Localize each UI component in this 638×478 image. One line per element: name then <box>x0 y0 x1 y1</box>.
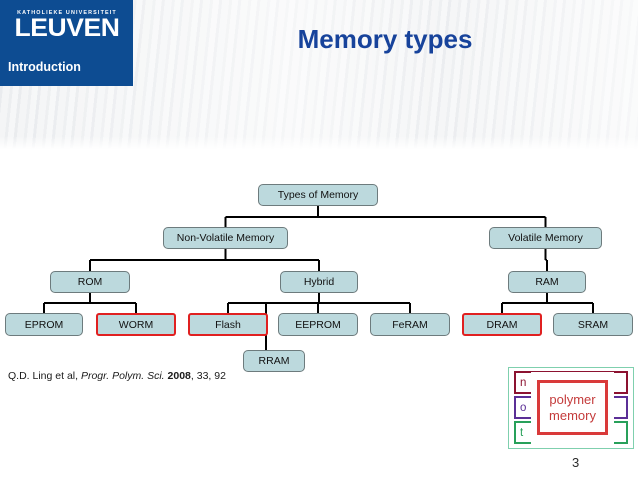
polymer-memory-callout: polymer memory <box>537 380 608 435</box>
diagram-connectors <box>42 206 595 355</box>
citation-authors: Q.D. Ling et al, <box>8 370 79 382</box>
page-number: 3 <box>572 455 580 470</box>
diagram-node-feram: FeRAM <box>370 313 450 336</box>
diagram-node-flash: Flash <box>188 313 268 336</box>
diagram-node-ram: RAM <box>508 271 586 293</box>
callout-line-2: memory <box>549 407 596 423</box>
diagram-node-eeprom: EEPROM <box>278 313 358 336</box>
section-label: Introduction <box>8 60 81 74</box>
diagram-node-sram: SRAM <box>553 313 633 336</box>
diagram-node-nonvolatile: Non-Volatile Memory <box>163 227 288 249</box>
diagram-node-hybrid: Hybrid <box>280 271 358 293</box>
citation: Q.D. Ling et al, Progr. Polym. Sci. 2008… <box>8 370 226 382</box>
diagram-node-rram: RRAM <box>243 350 305 372</box>
polymer-memory-legend: n o t polymer memory <box>508 367 634 449</box>
callout-line-1: polymer <box>549 391 596 407</box>
diagram-node-eprom: EPROM <box>5 313 83 336</box>
diagram-node-worm: WORM <box>96 313 176 336</box>
diagram-node-rom: ROM <box>50 271 130 293</box>
diagram-node-volatile: Volatile Memory <box>489 227 602 249</box>
diagram-node-dram: DRAM <box>462 313 542 336</box>
citation-journal: Progr. Polym. Sci. <box>80 370 165 382</box>
ku-leuven-logo: KATHOLIEKE UNIVERSITEIT LEUVEN Introduct… <box>0 0 133 86</box>
logo-wordmark: LEUVEN <box>14 14 120 42</box>
diagram-node-types: Types of Memory <box>258 184 378 206</box>
logo-subtitle: KATHOLIEKE UNIVERSITEIT <box>17 10 117 16</box>
citation-volume-page: , 33, 92 <box>190 370 226 382</box>
citation-year: 2008 <box>167 370 191 382</box>
page-title: Memory types <box>297 24 473 54</box>
